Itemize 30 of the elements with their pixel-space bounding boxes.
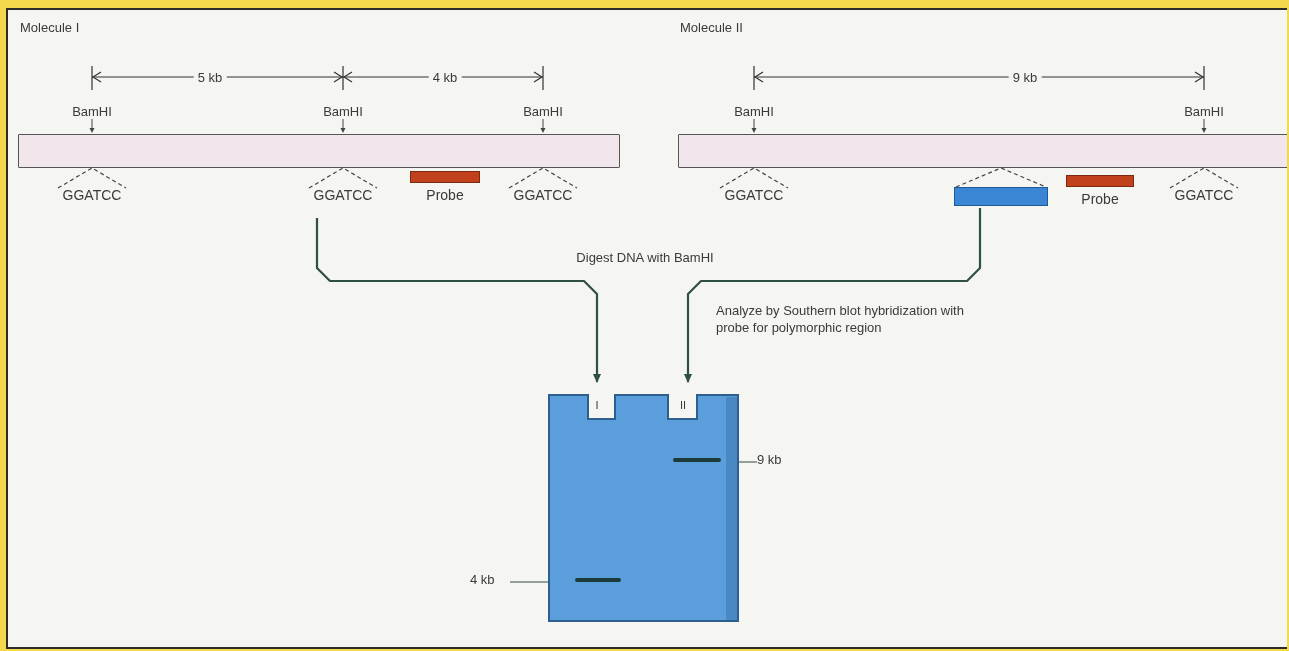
sequence-label: GGATCC [513, 188, 573, 203]
sequence-label: GGATCC [724, 188, 784, 203]
molecule-label: Molecule II [680, 20, 743, 35]
distance-label: 5 kb [193, 70, 227, 85]
dna-double-strand [678, 134, 1287, 168]
flow-arrow [315, 218, 601, 383]
sequence-label: GGATCC [62, 188, 122, 203]
gel-band [673, 458, 721, 462]
enzyme-site-label: BamHI [1184, 104, 1224, 119]
probe-label: Probe [426, 188, 464, 203]
mutated-site-box [954, 187, 1048, 206]
band-size-label: 9 kb [757, 452, 793, 468]
step-label: Digest DNA with BamHI [576, 250, 714, 265]
band-size-label: 4 kb [470, 572, 506, 588]
flow-arrow [684, 208, 982, 383]
gel-band [575, 578, 621, 582]
step-label: Analyze by Southern blot hybridization with probe for polymorphic region [716, 302, 965, 336]
lane-label: II [679, 398, 687, 413]
probe-label: Probe [1081, 192, 1119, 207]
sequence-label: GGATCC [1174, 188, 1234, 203]
molecule-label: Molecule I [20, 20, 80, 35]
distance-label: 9 kb [1008, 70, 1042, 85]
sequence-label: GGATCC [313, 188, 373, 203]
enzyme-site-label: BamHI [323, 104, 363, 119]
enzyme-site-label: BamHI [734, 104, 774, 119]
enzyme-site-label: BamHI [72, 104, 112, 119]
enzyme-site-label: BamHI [523, 104, 563, 119]
distance-label: 4 kb [428, 70, 462, 85]
lane-label: I [595, 398, 599, 413]
dna-double-strand [18, 134, 620, 168]
